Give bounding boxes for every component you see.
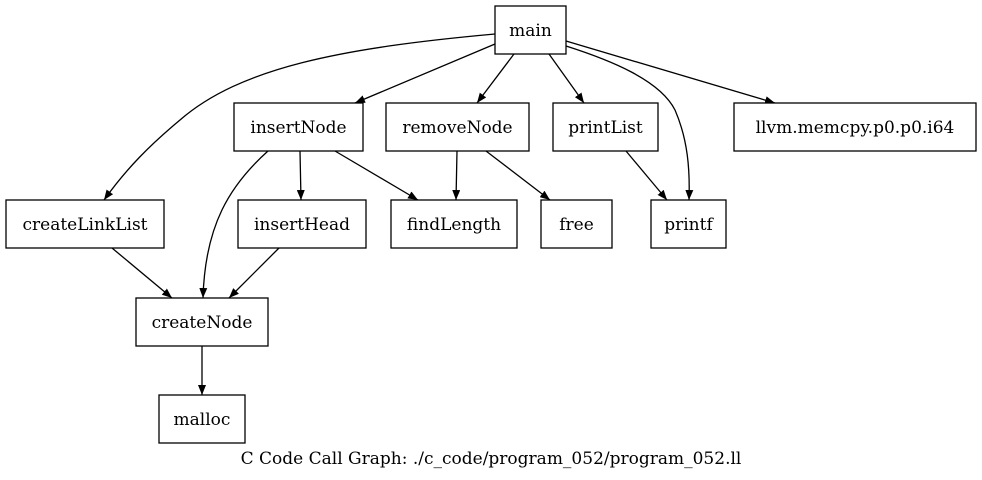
edge-createlinklist-createnode	[111, 247, 173, 299]
edge-printlist-printf	[625, 150, 668, 201]
node-insertnode-label: insertNode	[250, 118, 346, 138]
node-removenode-label: removeNode	[402, 118, 512, 138]
nodes: main insertNode removeNode printList llv…	[5, 5, 977, 444]
node-llvm-memcpy[interactable]: llvm.memcpy.p0.p0.i64	[733, 102, 977, 152]
node-createnode-label: createNode	[152, 313, 253, 333]
edge-inserthead-createnode	[228, 247, 280, 299]
node-createlinklist-label: createLinkList	[23, 215, 148, 235]
node-main-label: main	[509, 21, 552, 41]
node-createlinklist[interactable]: createLinkList	[5, 199, 165, 249]
edge-removenode-free	[485, 150, 551, 201]
graph-caption: C Code Call Graph: ./c_code/program_052/…	[241, 449, 742, 469]
node-inserthead[interactable]: insertHead	[237, 199, 367, 249]
node-free-label: free	[559, 215, 594, 235]
node-removenode[interactable]: removeNode	[385, 102, 530, 152]
node-main[interactable]: main	[494, 5, 567, 55]
node-printf[interactable]: printf	[650, 199, 727, 249]
node-createnode[interactable]: createNode	[135, 297, 269, 347]
edge-main-printf	[565, 45, 694, 201]
edge-insertnode-inserthead	[296, 150, 305, 201]
node-malloc[interactable]: malloc	[158, 394, 246, 444]
edge-removenode-findlength	[452, 150, 461, 201]
node-free[interactable]: free	[540, 199, 613, 249]
node-insertnode[interactable]: insertNode	[233, 102, 364, 152]
node-inserthead-label: insertHead	[254, 215, 350, 235]
edge-main-llvm-memcpy	[565, 40, 776, 104]
node-printlist-label: printList	[568, 118, 643, 138]
node-findlength[interactable]: findLength	[390, 199, 518, 249]
node-llvm-memcpy-label: llvm.memcpy.p0.p0.i64	[756, 118, 955, 138]
edge-insertnode-createnode	[199, 150, 269, 299]
edge-main-removenode	[476, 53, 515, 104]
node-malloc-label: malloc	[174, 410, 231, 430]
node-findlength-label: findLength	[407, 215, 501, 235]
edge-insertnode-findlength	[334, 150, 419, 201]
edge-main-insertnode	[354, 43, 496, 104]
edge-main-createlinklist	[103, 33, 496, 201]
edge-main-printlist	[548, 53, 585, 104]
node-printlist[interactable]: printList	[552, 102, 659, 152]
node-printf-label: printf	[664, 215, 714, 235]
edges	[103, 33, 776, 395]
